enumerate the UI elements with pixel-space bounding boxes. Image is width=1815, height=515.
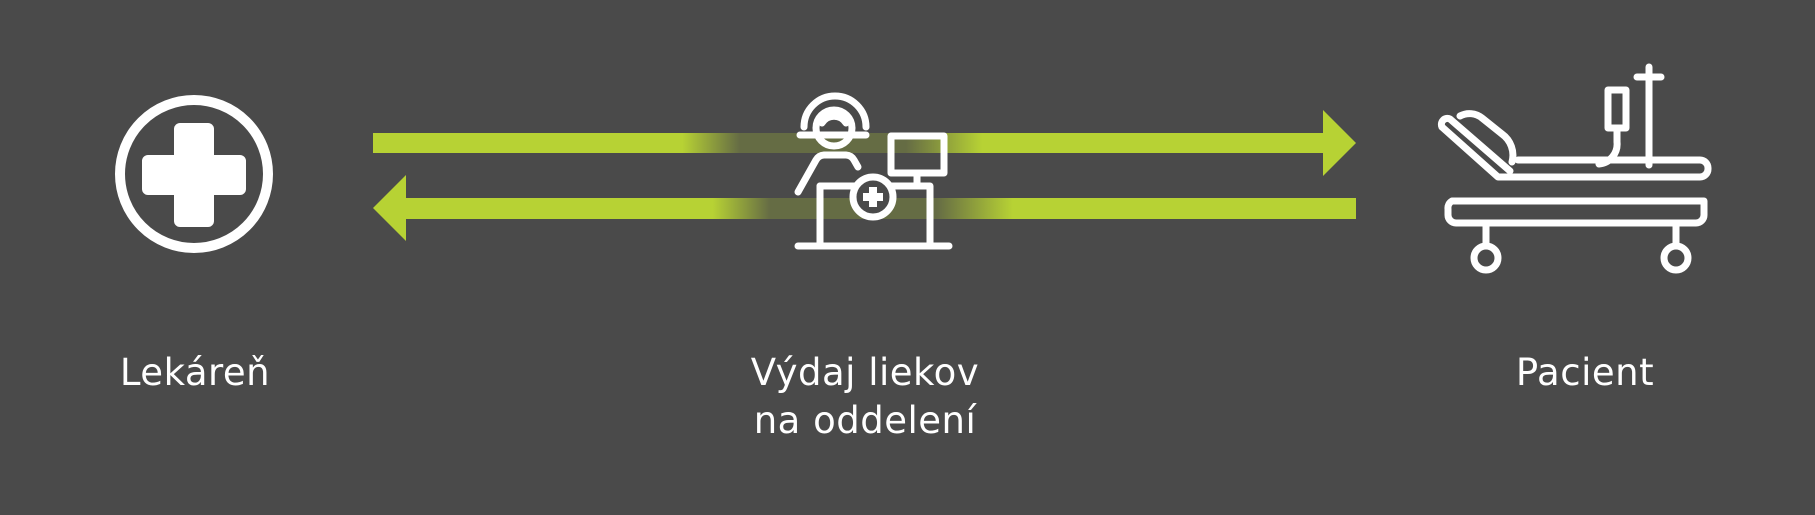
- node-label-patient: Pacient: [1455, 349, 1715, 397]
- arrow-left-head: [373, 175, 406, 241]
- pharmacy-cross-icon: [115, 95, 273, 253]
- hospital-bed-icon: [1437, 63, 1712, 274]
- node-label-pharmacy: Lekáreň: [60, 349, 330, 397]
- dispensing-label-line2: na oddelení: [753, 399, 977, 442]
- arrow-right-head: [1323, 110, 1356, 176]
- nurse-desk-icon: [794, 92, 953, 250]
- pharmacy-label: Lekáreň: [119, 351, 271, 394]
- nurse-cap: [800, 92, 870, 131]
- patient-label: Pacient: [1515, 351, 1655, 394]
- node-label-dispensing: Výdaj liekov na oddelení: [690, 349, 1040, 445]
- dispensing-label-line1: Výdaj liekov: [750, 351, 980, 394]
